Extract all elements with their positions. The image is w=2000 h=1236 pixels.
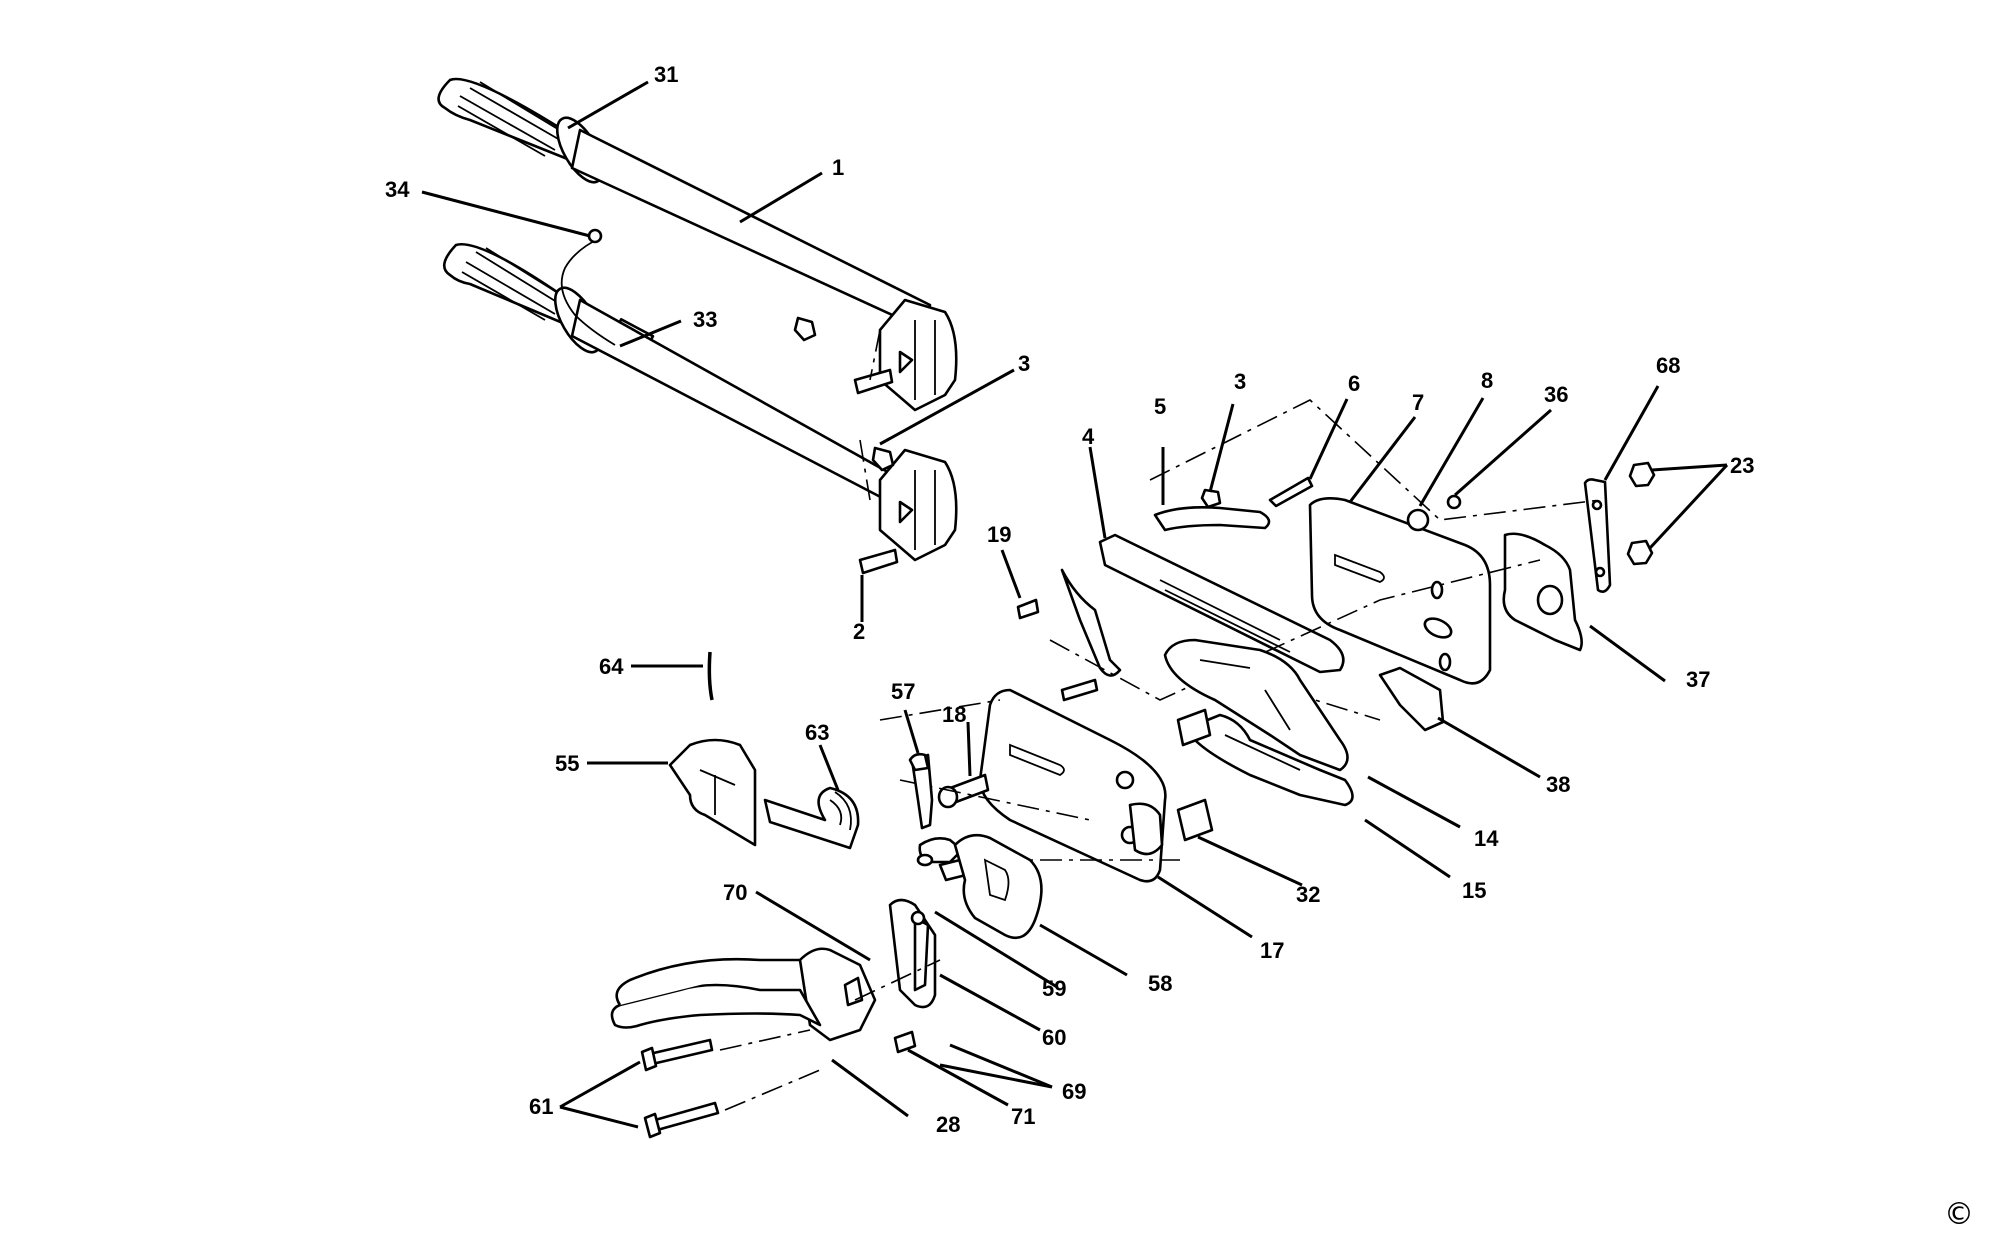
hex-nut-upper [793, 316, 817, 342]
center-link-assembly [937, 638, 1354, 883]
hex-nut-lower [871, 446, 895, 472]
label-5: 5 [1154, 394, 1166, 419]
label-69: 69 [1062, 1079, 1086, 1104]
label-33: 33 [693, 307, 717, 332]
label-32: 32 [1296, 882, 1320, 907]
label-31: 31 [654, 62, 678, 87]
label-23: 23 [1730, 453, 1754, 478]
spring-loop [587, 228, 603, 244]
label-19: 19 [987, 522, 1011, 547]
label-36: 36 [1544, 382, 1568, 407]
copyright-symbol: © [1944, 1197, 1974, 1232]
label-6: 6 [1348, 371, 1360, 396]
leader-lines [421, 80, 1729, 1129]
label-59: 59 [1042, 976, 1066, 1001]
label-70: 70 [723, 880, 747, 905]
label-34: 34 [385, 177, 410, 202]
label-38: 38 [1546, 772, 1570, 797]
label-15: 15 [1462, 878, 1486, 903]
label-55: 55 [555, 751, 579, 776]
label-63: 63 [805, 720, 829, 745]
label-17: 17 [1260, 938, 1284, 963]
lower-latch-assembly [610, 651, 1043, 1139]
pin-upper [853, 368, 894, 395]
label-3a: 3 [1018, 351, 1030, 376]
upper-plate-assembly [1016, 461, 1656, 732]
label-28: 28 [936, 1112, 960, 1137]
handle-upper-part [437, 77, 958, 412]
label-7: 7 [1412, 390, 1424, 415]
label-61: 61 [529, 1094, 553, 1119]
label-2: 2 [853, 619, 865, 644]
label-68: 68 [1656, 353, 1680, 378]
label-4: 4 [1082, 424, 1095, 449]
label-57: 57 [891, 679, 915, 704]
label-64: 64 [599, 654, 624, 679]
label-14: 14 [1474, 826, 1499, 851]
pin-2 [858, 548, 899, 575]
label-71: 71 [1011, 1104, 1035, 1129]
label-3b: 3 [1234, 369, 1246, 394]
label-8: 8 [1481, 368, 1493, 393]
label-37: 37 [1686, 667, 1710, 692]
label-18: 18 [942, 702, 966, 727]
label-58: 58 [1148, 971, 1172, 996]
label-1: 1 [832, 155, 844, 180]
callout-labels: 1 2 3 3 4 5 6 7 8 14 15 17 18 19 23 28 3… [385, 62, 1754, 1137]
label-60: 60 [1042, 1025, 1066, 1050]
